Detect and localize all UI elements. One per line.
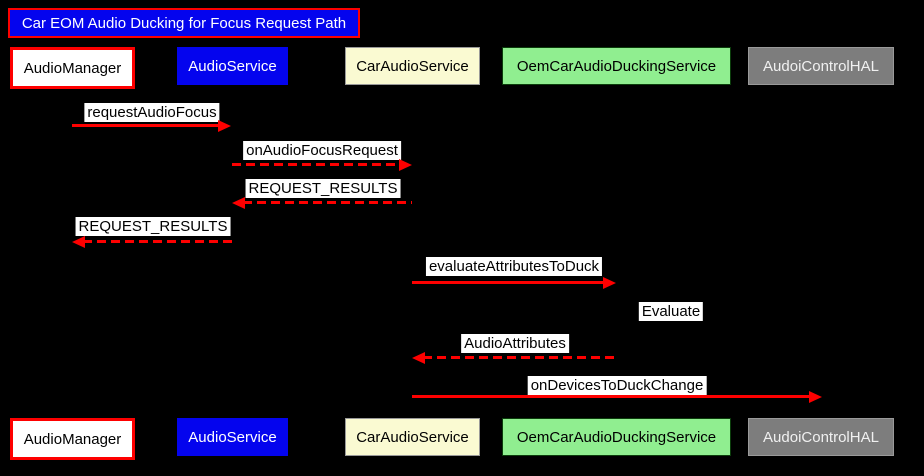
message-line-evaluateattributestoduck: [412, 281, 605, 284]
participant-caraudioservice-bottom: CarAudioService: [345, 418, 480, 456]
arrowhead-right-icon: [218, 120, 231, 132]
participant-audiomanager-bottom: AudioManager: [10, 418, 135, 460]
message-label-audioattributes: AudioAttributes: [461, 334, 569, 353]
participant-audoicontrolhal-top: AudoiControlHAL: [748, 47, 894, 85]
message-line-request-results-1: [243, 201, 412, 204]
participant-audioservice-bottom: AudioService: [177, 418, 288, 456]
message-line-requestaudiofocus: [72, 124, 220, 127]
message-label-onaudiofocusrequest: onAudioFocusRequest: [243, 141, 401, 160]
message-label-ondevicestoduckchange: onDevicesToDuckChange: [527, 376, 707, 395]
arrowhead-right-icon: [809, 391, 822, 403]
arrowhead-left-icon: [232, 197, 245, 209]
participant-audiomanager-top: AudioManager: [10, 47, 135, 89]
participant-oemcaraudioduckingservice-bottom: OemCarAudioDuckingService: [502, 418, 731, 456]
message-label-request-results-2: REQUEST_RESULTS: [75, 217, 231, 236]
message-label-evaluate: Evaluate: [638, 302, 704, 321]
message-line-ondevicestoduckchange: [412, 395, 811, 398]
arrowhead-left-icon: [412, 352, 425, 364]
participant-caraudioservice-top: CarAudioService: [345, 47, 480, 85]
participant-audoicontrolhal-bottom: AudoiControlHAL: [748, 418, 894, 456]
message-line-audioattributes: [423, 356, 616, 359]
participant-audioservice-top: AudioService: [177, 47, 288, 85]
message-label-request-results-1: REQUEST_RESULTS: [245, 179, 401, 198]
message-line-onaudiofocusrequest: [232, 163, 401, 166]
participant-oemcaraudioduckingservice-top: OemCarAudioDuckingService: [502, 47, 731, 85]
message-label-requestaudiofocus: requestAudioFocus: [84, 103, 220, 122]
message-label-evaluateattributestoduck: evaluateAttributesToDuck: [425, 257, 603, 276]
arrowhead-right-icon: [399, 159, 412, 171]
arrowhead-right-icon: [603, 277, 616, 289]
diagram-title: Car EOM Audio Ducking for Focus Request …: [8, 8, 360, 38]
message-line-request-results-2: [83, 240, 232, 243]
arrowhead-left-icon: [72, 236, 85, 248]
